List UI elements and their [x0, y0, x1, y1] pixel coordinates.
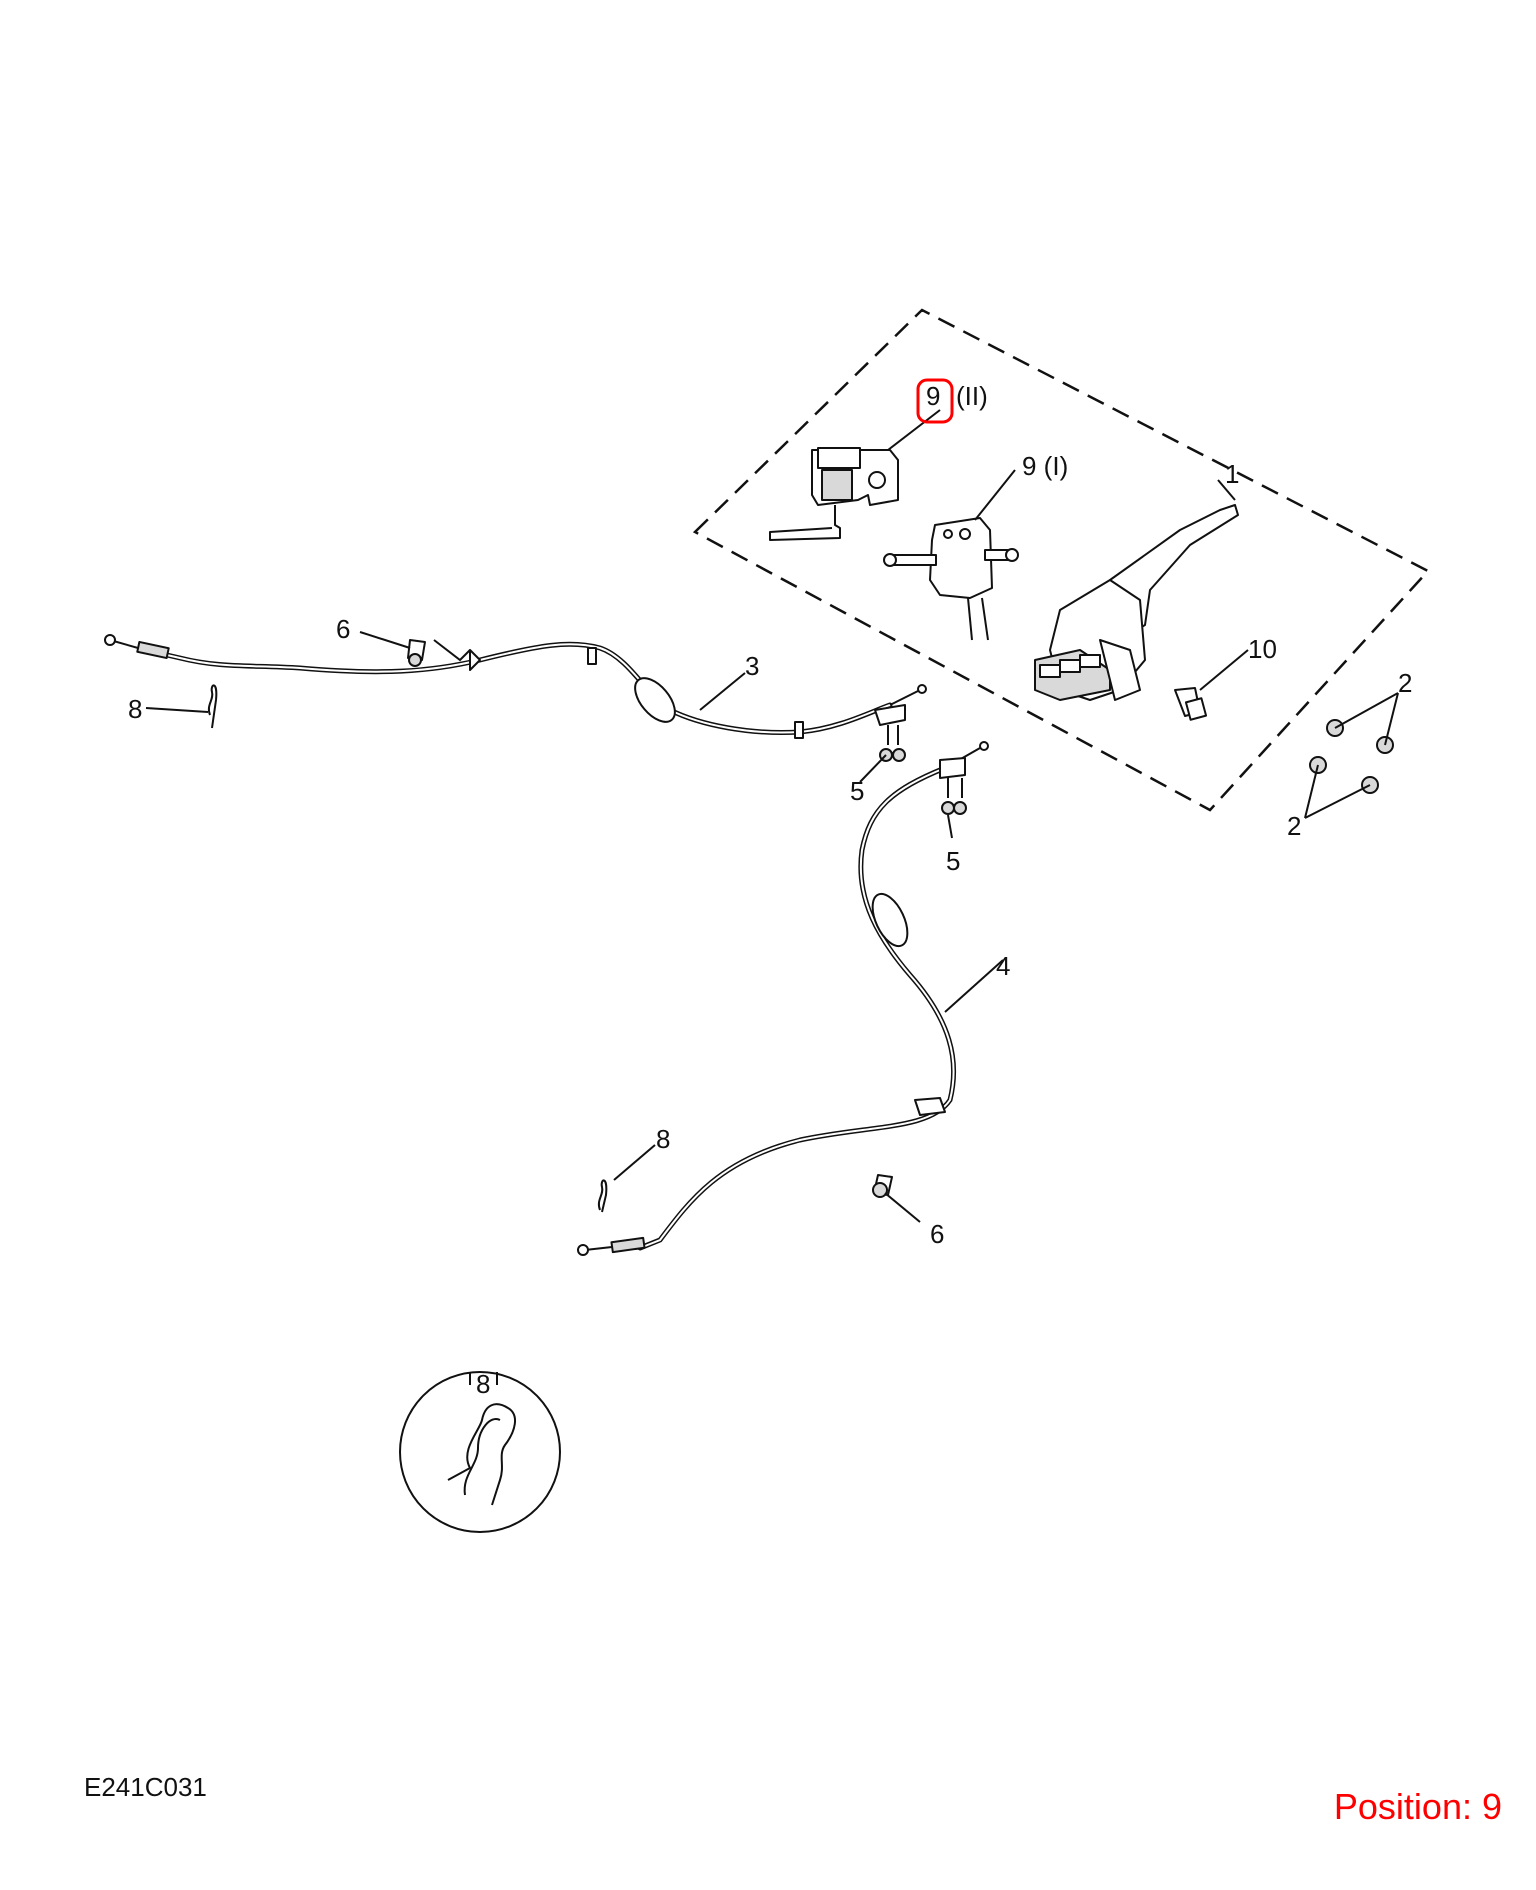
part-4-brake-cable[interactable]	[577, 741, 989, 1256]
part-8-clips[interactable]	[207, 684, 608, 1213]
assembly-boundary	[692, 308, 1431, 812]
callout-5-right: 5	[946, 846, 960, 876]
callout-10: 10	[1248, 634, 1277, 664]
callout-8-middle: 8	[656, 1124, 670, 1154]
callout-9-i: 9 (I)	[1022, 451, 1068, 481]
callout-2-bottom: 2	[1287, 811, 1301, 841]
callout-9-ii-suffix: (II)	[956, 381, 988, 411]
callout-8-left: 8	[128, 694, 142, 724]
callout-9-ii-number: 9	[926, 381, 940, 411]
diagram-code: E241C031	[84, 1772, 207, 1802]
callout-6-top: 6	[336, 614, 350, 644]
part-3-brake-cable[interactable]	[104, 634, 927, 739]
callout-6-bottom: 6	[930, 1219, 944, 1249]
part-2-nuts[interactable]	[1309, 719, 1394, 794]
part-9-i-switch[interactable]	[883, 517, 1019, 641]
callout-5-left: 5	[850, 776, 864, 806]
callout-2-top: 2	[1398, 668, 1412, 698]
callout-8-detail: 8	[476, 1369, 490, 1399]
callout-3: 3	[745, 651, 759, 681]
position-highlight	[916, 378, 954, 424]
part-10-bolt[interactable]	[1174, 687, 1208, 721]
part-6-bolts[interactable]	[407, 639, 893, 1198]
callout-4: 4	[996, 951, 1010, 981]
part-5-clips[interactable]	[874, 704, 967, 815]
leader-lines	[145, 409, 1399, 1385]
part-9-ii-module[interactable]	[769, 447, 899, 541]
part-8-detail	[399, 1371, 561, 1533]
part-1-brake-lever[interactable]	[1034, 504, 1239, 701]
callout-1: 1	[1225, 459, 1239, 489]
position-label: Position: 9	[1333, 1786, 1502, 1827]
